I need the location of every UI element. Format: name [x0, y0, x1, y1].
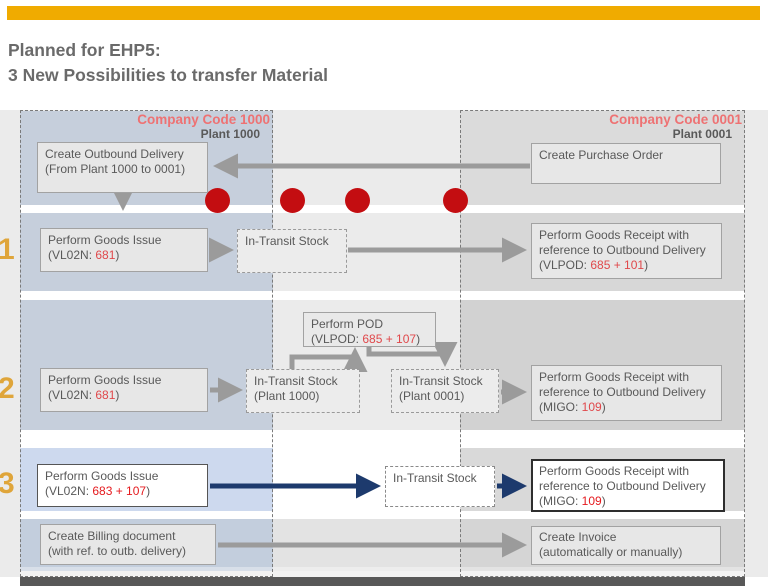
transaction-code: 681 — [95, 248, 116, 262]
box-line: Perform POD — [311, 317, 384, 331]
box-line: (VLPOD: 685 + 101) — [539, 258, 714, 273]
arrow-intransit1000-to-pod — [289, 347, 368, 372]
box-line: Perform Goods Receipt with — [539, 370, 690, 384]
box-line: (with ref. to outb. delivery) — [48, 544, 187, 558]
box-in-transit-plant-1000: In-Transit Stock (Plant 1000) — [246, 369, 360, 413]
box-line: Create Invoice — [539, 530, 617, 544]
accent-bar — [7, 6, 760, 20]
box-in-transit-stock-1: In-Transit Stock — [237, 229, 347, 273]
box-goods-issue-1: Perform Goods Issue (VL02N: 681) — [40, 228, 208, 272]
row-separator — [20, 291, 745, 300]
red-dot-icon — [280, 188, 305, 213]
arrow-pod-to-intransit0001 — [366, 342, 458, 367]
box-goods-receipt-3: Perform Goods Receipt with reference to … — [531, 459, 725, 512]
code-prefix: (VLPOD: — [311, 332, 363, 346]
code-suffix: ) — [115, 248, 120, 262]
step-number-1: 1 — [0, 233, 15, 266]
row-separator — [20, 430, 745, 448]
box-line: (Plant 1000) — [254, 389, 320, 403]
transaction-code: 683 + 107 — [92, 484, 147, 498]
box-perform-pod: Perform POD (VLPOD: 685 + 107) — [303, 312, 436, 347]
box-line: Perform Goods Issue — [45, 469, 159, 483]
step-number-2: 2 — [0, 372, 15, 405]
red-dot-icon — [345, 188, 370, 213]
box-create-outbound-delivery: Create Outbound Delivery (From Plant 100… — [37, 142, 208, 193]
box-line: In-Transit Stock — [254, 374, 338, 388]
code-suffix: ) — [416, 332, 421, 346]
plant-0001-label: Plant 0001 — [672, 127, 732, 141]
code-prefix: (VL02N: — [48, 388, 96, 402]
code-prefix: (VLPOD: — [539, 258, 591, 272]
box-create-purchase-order: Create Purchase Order — [531, 143, 721, 184]
transaction-code: 685 + 101 — [590, 258, 645, 272]
row-separator — [20, 205, 745, 213]
box-line: Perform Goods Receipt with — [539, 228, 690, 242]
box-line: (VL02N: 683 + 107) — [45, 484, 200, 499]
title-line-1: Planned for EHP5: — [8, 40, 161, 60]
box-line: In-Transit Stock — [399, 374, 483, 388]
code-prefix: (VL02N: — [45, 484, 93, 498]
box-line: (MIGO: 109) — [539, 494, 717, 509]
step-number-3: 3 — [0, 467, 15, 500]
company-code-1000-region — [20, 110, 273, 577]
box-line: (VLPOD: 685 + 107) — [311, 332, 428, 347]
box-line: Perform Goods Issue — [48, 233, 162, 247]
red-dot-icon — [205, 188, 230, 213]
box-line: Perform Goods Issue — [48, 373, 162, 387]
title-line-2: 3 New Possibilities to transfer Material — [8, 65, 328, 85]
box-goods-issue-2: Perform Goods Issue (VL02N: 681) — [40, 368, 208, 412]
box-create-invoice: Create Invoice (automatically or manuall… — [531, 526, 721, 565]
box-line: (automatically or manually) — [539, 545, 683, 559]
page-title: Planned for EHP5: 3 New Possibilities to… — [8, 38, 328, 88]
bottom-dark-bar — [20, 577, 745, 586]
box-line: Create Billing document — [48, 529, 176, 543]
code-prefix: (MIGO: — [539, 400, 582, 414]
box-goods-receipt-1: Perform Goods Receipt with reference to … — [531, 223, 722, 279]
code-suffix: ) — [644, 258, 649, 272]
box-goods-receipt-2: Perform Goods Receipt with reference to … — [531, 365, 722, 421]
box-line: (Plant 0001) — [399, 389, 465, 403]
code-suffix: ) — [601, 494, 606, 508]
box-line: reference to Outbound Delivery — [539, 243, 706, 257]
box-line: (VL02N: 681) — [48, 388, 200, 403]
company-code-0001-region — [460, 110, 745, 577]
bottom-fade-strip — [20, 567, 745, 577]
box-in-transit-plant-0001: In-Transit Stock (Plant 0001) — [391, 369, 499, 413]
code-suffix: ) — [115, 388, 120, 402]
transaction-code: 681 — [95, 388, 116, 402]
plant-1000-label: Plant 1000 — [200, 127, 260, 141]
code-suffix: ) — [146, 484, 151, 498]
transaction-code: 109 — [581, 494, 602, 508]
code-prefix: (MIGO: — [539, 494, 582, 508]
box-goods-issue-3: Perform Goods Issue (VL02N: 683 + 107) — [37, 464, 208, 507]
box-line: (MIGO: 109) — [539, 400, 714, 415]
red-dot-icon — [443, 188, 468, 213]
box-line: reference to Outbound Delivery — [539, 385, 706, 399]
box-create-billing-document: Create Billing document (with ref. to ou… — [40, 524, 216, 565]
transaction-code: 685 + 107 — [362, 332, 417, 346]
company-code-1000-label: Company Code 1000 — [137, 112, 270, 127]
box-line: reference to Outbound Delivery — [539, 479, 706, 493]
box-in-transit-stock-3: In-Transit Stock — [385, 466, 495, 507]
box-line: In-Transit Stock — [245, 234, 329, 248]
box-line: Create Purchase Order — [539, 148, 664, 162]
box-line: (From Plant 1000 to 0001) — [45, 162, 186, 176]
code-suffix: ) — [601, 400, 606, 414]
box-line: In-Transit Stock — [393, 471, 477, 485]
box-line: (VL02N: 681) — [48, 248, 200, 263]
transaction-code: 109 — [581, 400, 602, 414]
box-line: Create Outbound Delivery — [45, 147, 184, 161]
code-prefix: (VL02N: — [48, 248, 96, 262]
row-separator — [20, 511, 745, 519]
company-code-0001-label: Company Code 0001 — [609, 112, 742, 127]
box-line: Perform Goods Receipt with — [539, 464, 690, 478]
